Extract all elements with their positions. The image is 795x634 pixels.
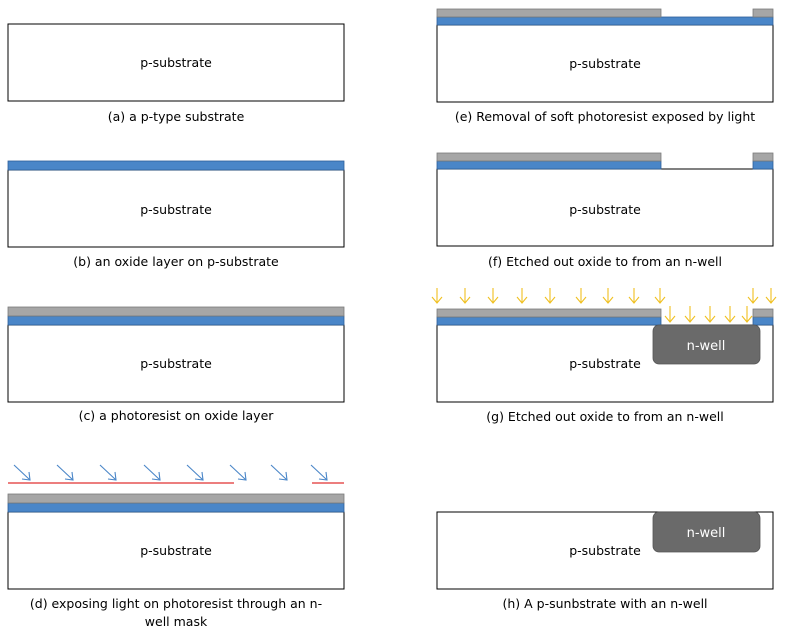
n-well-region	[652, 324, 761, 365]
arrowhead	[194, 471, 204, 481]
n-well-label: n-well	[687, 339, 726, 354]
oxide-left	[436, 316, 662, 326]
substrate-label: p-substrate	[140, 55, 212, 70]
oxide-right	[752, 316, 774, 326]
n-well-region	[652, 511, 761, 553]
substrate-label: p-substrate	[140, 202, 212, 217]
panel-h: n-well p-substrate (h) A p-sunbstrate wi…	[436, 511, 774, 611]
p-substrate	[7, 23, 345, 102]
photoresist-layer	[7, 493, 345, 504]
caption-h: (h) A p-sunbstrate with an n-well	[502, 596, 707, 611]
p-substrate	[7, 169, 345, 248]
substrate-label: p-substrate	[569, 56, 641, 71]
caption-d-line2: well mask	[145, 614, 208, 629]
photoresist-left	[436, 152, 662, 162]
photoresist-layer	[7, 306, 345, 317]
p-substrate	[7, 511, 345, 590]
caption-e: (e) Removal of soft photoresist exposed …	[455, 109, 755, 124]
light-arrow	[99, 464, 117, 481]
arrowhead	[21, 471, 31, 481]
substrate-label: p-substrate	[140, 356, 212, 371]
panel-d: p-substrate (d) exposing light on photor…	[7, 464, 345, 629]
arrowhead	[107, 471, 117, 481]
photoresist-left	[436, 8, 662, 18]
oxide-layer	[7, 502, 345, 513]
panel-e: p-substrate (e) Removal of soft photores…	[436, 8, 774, 124]
caption-d-line1: (d) exposing light on photoresist throug…	[30, 596, 322, 611]
arrowhead	[237, 471, 247, 481]
caption-f: (f) Etched out oxide to from an n-well	[488, 254, 722, 269]
arrowhead	[64, 471, 74, 481]
panel-c: p-substrate (c) a photoresist on oxide l…	[7, 306, 345, 423]
arrowhead	[318, 471, 328, 481]
oxide-layer	[7, 315, 345, 326]
substrate-label: p-substrate	[569, 543, 641, 558]
panel-a: p-substrate (a) a p-type substrate	[7, 23, 345, 124]
arrowhead	[278, 471, 288, 481]
panel-b: p-substrate (b) an oxide layer on p-subs…	[7, 160, 345, 269]
uv-arrows	[431, 288, 777, 323]
light-arrow	[186, 464, 204, 481]
light-arrow	[310, 464, 328, 481]
arrowhead	[151, 471, 161, 481]
n-well-label: n-well	[687, 526, 726, 541]
light-arrow	[143, 464, 161, 481]
light-arrows	[13, 464, 328, 481]
oxide-layer	[436, 16, 774, 26]
light-arrow	[229, 464, 247, 481]
substrate-label: p-substrate	[569, 202, 641, 217]
light-arrow	[56, 464, 74, 481]
caption-c: (c) a photoresist on oxide layer	[79, 408, 275, 423]
photoresist-left	[436, 308, 662, 318]
oxide-right	[752, 160, 774, 170]
panel-g: n-well p-substrate (g) Etched out oxide …	[431, 288, 777, 424]
caption-a: (a) a p-type substrate	[108, 109, 245, 124]
caption-g: (g) Etched out oxide to from an n-well	[486, 409, 723, 424]
substrate-label: p-substrate	[140, 543, 212, 558]
photoresist-right	[752, 8, 774, 18]
oxide-layer	[7, 160, 345, 171]
caption-b: (b) an oxide layer on p-substrate	[73, 254, 279, 269]
panel-f: p-substrate (f) Etched out oxide to from…	[436, 152, 774, 269]
p-substrate	[436, 168, 774, 247]
photoresist-right	[752, 308, 774, 318]
p-substrate	[436, 24, 774, 103]
substrate-label: p-substrate	[569, 356, 641, 371]
oxide-left	[436, 160, 662, 170]
light-arrow	[13, 464, 31, 481]
light-arrow	[270, 464, 288, 481]
photoresist-right	[752, 152, 774, 162]
